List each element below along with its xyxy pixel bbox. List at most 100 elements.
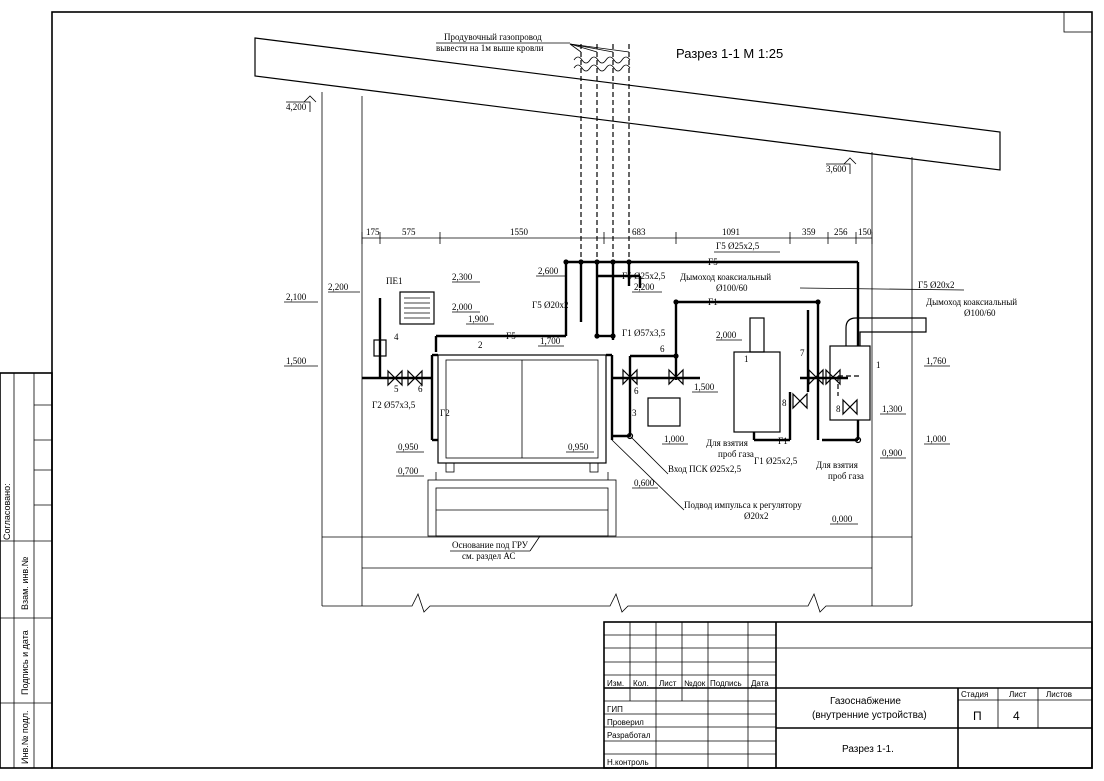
- label-base-2: см. раздел АС: [462, 551, 515, 561]
- label-g5-25-top: Г5 Ø25х2,5: [716, 241, 760, 251]
- mark-3: 3: [632, 408, 637, 418]
- junction-dots: [563, 259, 821, 359]
- label-base-1: Основание под ГРУ: [452, 540, 529, 550]
- tb-role-proveril: Проверил: [607, 718, 644, 727]
- label-impulse-2: Ø20х2: [744, 511, 769, 521]
- label-g5-20-right: Г5 Ø20х2: [918, 280, 954, 290]
- filter-4: [373, 339, 387, 357]
- label-g5-pipe: Г5: [708, 257, 718, 267]
- dim-683: 683: [632, 227, 646, 237]
- tb-role-razrabotal: Разработал: [607, 731, 651, 740]
- level-0900: 0,900: [882, 448, 903, 458]
- label-chimney-left-2: Ø100/60: [716, 283, 748, 293]
- dim-150: 150: [858, 227, 872, 237]
- dim-256: 256: [834, 227, 848, 237]
- section-title: Разрез 1-1 М 1:25: [676, 46, 783, 61]
- label-g1-bottom: Г1: [778, 436, 788, 446]
- boiler-1-left: [733, 317, 781, 433]
- mark-6-c: 6: [660, 344, 665, 354]
- level-3600: 3,600: [826, 164, 847, 174]
- mark-6-a: 6: [418, 384, 423, 394]
- tb-role-gip: ГИП: [607, 705, 623, 714]
- level-2200-right: 2,200: [634, 282, 655, 292]
- dim-359: 359: [802, 227, 816, 237]
- level-2100: 2,100: [286, 292, 307, 302]
- dim-1091: 1091: [722, 227, 740, 237]
- label-chimney-right-2: Ø100/60: [964, 308, 996, 318]
- tb-col-kol: Кол.: [633, 679, 649, 688]
- pipe-labels: ПЕ1 Г5 Ø25х2,5 Г5 Г5 Ø25х2,5 Г5 Ø20х2 Г5…: [372, 241, 1017, 561]
- level-2000-right: 2,000: [716, 330, 737, 340]
- mark-1-left: 1: [744, 354, 749, 364]
- mark-6-b: 6: [634, 386, 639, 396]
- label-g1-25: Г1 Ø25х2,5: [754, 456, 798, 466]
- label-g1-57: Г1 Ø57х3,5: [622, 328, 666, 338]
- dim-1550: 1550: [510, 227, 529, 237]
- mark-8-b: 8: [836, 404, 841, 414]
- label-g5-left: Г5: [506, 331, 516, 341]
- stamp-vzam: Взам. инв.№: [20, 556, 30, 610]
- tb-sheets-label: Листов: [1046, 690, 1072, 699]
- dim-575: 575: [402, 227, 416, 237]
- label-chimney-left-1: Дымоход коаксиальный: [680, 272, 771, 282]
- label-sample-left-1: Для взятия: [706, 438, 748, 448]
- stamp-soglasovano: Согласовано:: [2, 483, 12, 540]
- label-impulse-1: Подвод импульса к регулятору: [684, 500, 802, 510]
- stamp-inv: Инв.№ подл.: [20, 710, 30, 764]
- level-0000: 0,000: [832, 514, 853, 524]
- gru-base: [427, 472, 617, 537]
- purge-note-line2: вывести на 1м выше кровли: [436, 43, 544, 53]
- level-1000-left: 1,000: [664, 434, 685, 444]
- label-sample-left-2: проб газа: [718, 449, 754, 459]
- level-2000-left: 2,000: [452, 302, 473, 312]
- level-0950-right: 0,950: [568, 442, 589, 452]
- purge-note-line1: Продувочный газопровод: [444, 32, 542, 42]
- tb-col-podpis: Подпись: [710, 679, 742, 688]
- level-2300: 2,300: [452, 272, 473, 282]
- dim-175: 175: [366, 227, 380, 237]
- level-marks: 4,200 3,600 2,600 2,300 2,200 2,200 2,10…: [284, 95, 950, 525]
- tb-sheet-label: Лист: [1009, 690, 1027, 699]
- mark-1-right: 1: [876, 360, 881, 370]
- tb-role-nkontrol: Н.контроль: [607, 758, 649, 767]
- label-g5-25-mid: Г5 Ø25х2,5: [622, 271, 666, 281]
- label-g2: Г2: [440, 408, 450, 418]
- boiler-1-right: [829, 317, 927, 421]
- label-g2-57: Г2 Ø57х3,5: [372, 400, 416, 410]
- level-1000-right: 1,000: [926, 434, 947, 444]
- mark-4: 4: [394, 332, 399, 342]
- label-pe1: ПЕ1: [386, 276, 403, 286]
- level-2600: 2,600: [538, 266, 559, 276]
- title-block: Изм. Кол. Лист №док Подпись Дата ГИП Про…: [603, 621, 1093, 769]
- label-g5-20-left: Г5 Ø20х2: [532, 300, 568, 310]
- mark-2: 2: [478, 340, 483, 350]
- label-sample-right-2: проб газа: [828, 471, 864, 481]
- mark-5: 5: [394, 384, 399, 394]
- gru-cabinet: [430, 353, 614, 473]
- level-1900: 1,900: [468, 314, 489, 324]
- purge-pipes: [569, 43, 631, 262]
- label-psk: Вход ПСК Ø25х2,5: [668, 464, 742, 474]
- tb-col-list: Лист: [659, 679, 677, 688]
- building-walls: [321, 92, 913, 613]
- gas-pipework: [362, 260, 860, 442]
- dimension-chain: 175 575 1550 683 1091 359 256 150: [361, 227, 873, 244]
- label-g1-mid: Г1: [708, 297, 718, 307]
- position-marks: 1 1 2 3 4 5 6 6 6 7 8 8: [394, 332, 881, 418]
- vent-grille-pe1: [399, 291, 435, 325]
- drawing-frame: [51, 11, 1093, 769]
- tb-sheet: 4: [1013, 709, 1020, 723]
- level-4200: 4,200: [286, 102, 307, 112]
- level-1300: 1,300: [882, 404, 903, 414]
- label-sample-right-1: Для взятия: [816, 460, 858, 470]
- tb-project-line1: Газоснабжение: [830, 695, 901, 707]
- tb-stage-label: Стадия: [961, 690, 988, 699]
- label-chimney-right-1: Дымоход коаксиальный: [926, 297, 1017, 307]
- level-0700: 0,700: [398, 466, 419, 476]
- level-2200-left: 2,200: [328, 282, 349, 292]
- tb-sheet-title: Разрез 1-1.: [842, 744, 894, 755]
- corner-box: [1063, 11, 1093, 33]
- mark-8-a: 8: [782, 398, 787, 408]
- level-0600: 0,600: [634, 478, 655, 488]
